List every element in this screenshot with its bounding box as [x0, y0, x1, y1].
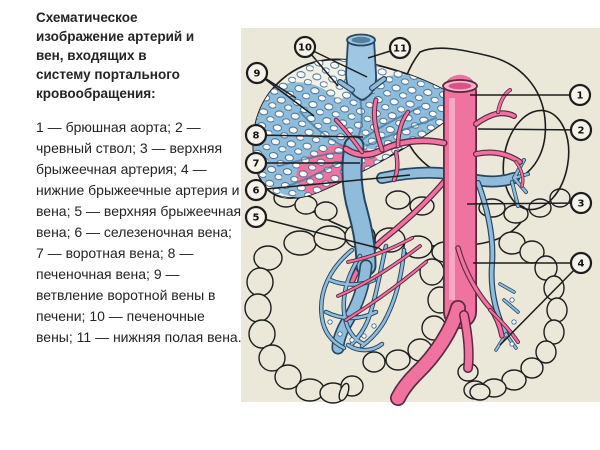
appendix: [338, 382, 350, 402]
svg-text:5: 5: [253, 213, 260, 224]
callout-1: 1: [568, 83, 592, 107]
leader-line-5: [255, 216, 379, 249]
leader-line-9: [256, 72, 315, 117]
svg-text:10: 10: [298, 43, 312, 54]
svg-text:1: 1: [577, 91, 584, 102]
callout-6: 6: [244, 178, 268, 202]
inferior-mesenteric-artery: [455, 245, 520, 344]
leader-line-2: [477, 128, 582, 131]
svg-text:6: 6: [253, 186, 260, 197]
svg-text:8: 8: [253, 131, 260, 142]
callout-9: 9: [245, 61, 269, 85]
svg-text:11: 11: [393, 44, 407, 55]
legend-list: 1 — брюшная аорта; 2 — чревный ствол; 3 …: [36, 119, 242, 345]
leader-line-10: [304, 46, 368, 78]
inferior-vena-cava: [337, 33, 387, 101]
leader-line-8: [255, 134, 364, 138]
leader-line-4: [499, 262, 582, 346]
callout-layer: 1 2 3 4 5 6 7 8 9 10 11: [244, 35, 593, 346]
svg-text:4: 4: [578, 259, 585, 270]
callout-10: 10: [293, 35, 317, 59]
colon-left: [244, 245, 364, 404]
callout-3: 3: [569, 191, 593, 215]
mesenteric-arcade-arteries: [336, 236, 428, 322]
abdominal-aorta: [390, 74, 478, 406]
callout-5: 5: [244, 205, 268, 229]
callout-7: 7: [244, 151, 268, 175]
leader-line-6: [255, 174, 411, 191]
callout-4: 4: [569, 251, 593, 275]
celiac-trunk: [333, 88, 525, 188]
svg-text:9: 9: [254, 69, 261, 80]
callout-11: 11: [388, 36, 412, 60]
svg-text:7: 7: [253, 159, 260, 170]
slide-title: Схематическое изображение артерий и вен,…: [36, 10, 195, 101]
mesenteric-arcade-veins: [319, 243, 517, 353]
legend-text-column: Схематическое изображение артерий и вен,…: [36, 8, 246, 348]
inferior-mesenteric-vein: [475, 180, 520, 352]
svg-text:2: 2: [578, 126, 585, 137]
callout-2: 2: [569, 118, 593, 142]
callout-8: 8: [244, 123, 268, 147]
leader-line-3: [466, 202, 582, 205]
svg-text:3: 3: [578, 199, 585, 210]
colon-right: [457, 231, 568, 401]
